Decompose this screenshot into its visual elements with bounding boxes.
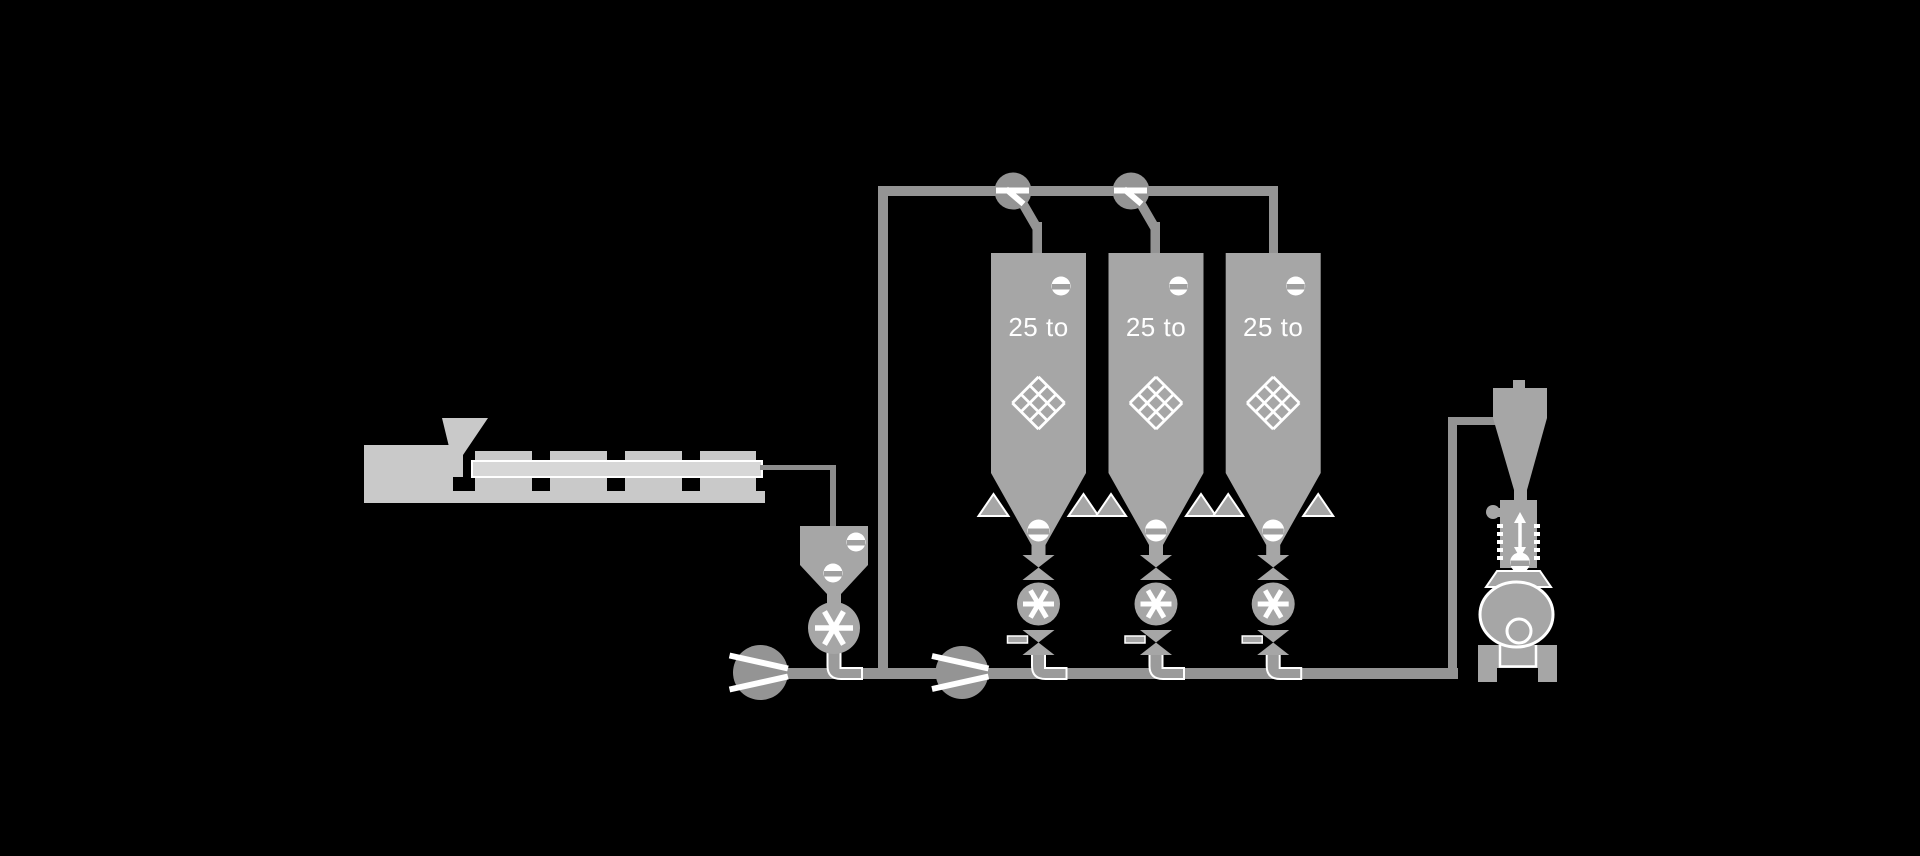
- rotary-valve-icon: [1251, 582, 1295, 626]
- barrel-segment: [475, 477, 532, 491]
- level-sensor-icon: [1027, 519, 1050, 542]
- silo-leg: [1066, 492, 1101, 517]
- barrel-segment: [700, 451, 756, 461]
- level-sensor-icon: [823, 563, 843, 583]
- butterfly-valve-icon: [1257, 630, 1290, 655]
- diverter-valve-icon: [994, 172, 1042, 253]
- silo-leg: [976, 492, 1011, 517]
- crosshatch-icon: [1011, 375, 1066, 431]
- diverter-valve-icon: [1112, 172, 1160, 253]
- silo-capacity-label: 25 to: [1008, 312, 1068, 342]
- silo-truck: [1478, 580, 1557, 682]
- silo-leg: [1211, 492, 1246, 517]
- riser-pipe-2: [1448, 417, 1457, 679]
- truck-loading-station: [1478, 380, 1557, 682]
- level-sensor-icon: [1510, 552, 1530, 573]
- valve-handle: [1006, 635, 1029, 644]
- truck-tank: [1478, 580, 1555, 649]
- rotary-valve-icon: [808, 602, 860, 654]
- barrel-segment: [550, 477, 607, 491]
- silo-1: 25 to: [976, 253, 1101, 680]
- butterfly-valve-icon: [1140, 630, 1172, 655]
- barrel-segment: [475, 451, 532, 461]
- butterfly-valve-icon: [1140, 555, 1172, 580]
- rotary-valve-icon: [1017, 582, 1060, 626]
- butterfly-valve-icon: [1257, 555, 1290, 580]
- level-sensor-icon: [846, 532, 866, 552]
- silo1-feed-drop-pipe: [1032, 222, 1042, 253]
- silo-cone: [991, 473, 1086, 545]
- extruder-base: [364, 491, 765, 503]
- silo-capacity-label: 25 to: [1243, 312, 1303, 342]
- extruder-motor-block: [364, 445, 453, 495]
- extruder-discharge-line: [760, 465, 836, 530]
- barrel-segment: [625, 477, 682, 491]
- top-conveying-pipe: [878, 186, 1278, 196]
- butterfly-valve-icon: [1022, 630, 1055, 655]
- silo-body: [991, 253, 1086, 473]
- barrel-segment: [700, 477, 756, 491]
- silo2-feed-drop-pipe: [1150, 222, 1160, 253]
- crosshatch-icon: [1246, 375, 1301, 431]
- silo-2: 25 to: [1094, 253, 1218, 680]
- silo-outlet-stem: [1266, 545, 1281, 556]
- silo-body: [1225, 253, 1321, 473]
- silo-leg: [1301, 492, 1336, 517]
- cyclone-feed-pipe: [1448, 417, 1496, 425]
- silo-leg: [1184, 492, 1218, 517]
- silo-body: [1108, 253, 1204, 473]
- silo-cone: [1108, 473, 1204, 545]
- silo-leg: [1094, 492, 1128, 517]
- silo-discharge-elbow: [1148, 649, 1185, 680]
- hopper-discharge-elbow: [826, 650, 863, 680]
- valve-handle: [1124, 635, 1146, 644]
- valve-handle: [1241, 635, 1263, 644]
- extruder: [364, 418, 765, 503]
- cyclone-icon: [1493, 380, 1547, 502]
- barrel-segment: [625, 451, 682, 461]
- cyclone-outlet: [1514, 490, 1527, 502]
- level-sensor-icon: [1051, 276, 1071, 296]
- conveying-piping: [788, 186, 1496, 679]
- blower-icon: [931, 646, 990, 699]
- level-sensor-icon: [1286, 276, 1306, 296]
- extruder-barrel-band: [471, 460, 763, 478]
- level-sensor-icon: [1262, 519, 1285, 542]
- bottom-conveying-pipe: [788, 668, 1458, 679]
- truck-chassis: [1478, 645, 1557, 682]
- level-sensor-icon: [1169, 276, 1188, 296]
- blower-icon: [728, 645, 789, 700]
- butterfly-valve-icon: [1022, 555, 1055, 580]
- silo-capacity-label: 25 to: [1126, 312, 1186, 342]
- crosshatch-icon: [1128, 375, 1184, 431]
- funnel-icon: [442, 418, 488, 477]
- loading-spout: [1484, 500, 1553, 588]
- silo-outlet-stem: [1149, 545, 1163, 556]
- discharge-line-horizontal: [760, 465, 834, 470]
- silo-outlet-stem: [1031, 545, 1046, 556]
- riser-pipe-1: [878, 186, 888, 679]
- silo-3: 25 to: [1211, 253, 1336, 680]
- bellows-teeth: [1497, 524, 1540, 560]
- silo-cone: [1225, 473, 1321, 545]
- silo-discharge-elbow: [1265, 649, 1303, 680]
- manhole-icon: [1505, 617, 1533, 645]
- level-sensor-icon: [1145, 519, 1167, 542]
- discharge-line-vertical: [830, 465, 836, 530]
- transfer-hopper: [800, 526, 868, 680]
- rotary-valve-icon: [1134, 582, 1178, 626]
- cyclone-cone: [1493, 418, 1547, 490]
- silo-discharge-elbow: [1031, 649, 1068, 680]
- cyclone-body: [1493, 388, 1547, 418]
- extruder-bottom-segments: [475, 477, 756, 491]
- barrel-segment: [550, 451, 607, 461]
- extruder-top-segments: [475, 451, 756, 461]
- cyclone-vent: [1513, 380, 1525, 389]
- silo3-feed-drop-pipe: [1269, 192, 1278, 253]
